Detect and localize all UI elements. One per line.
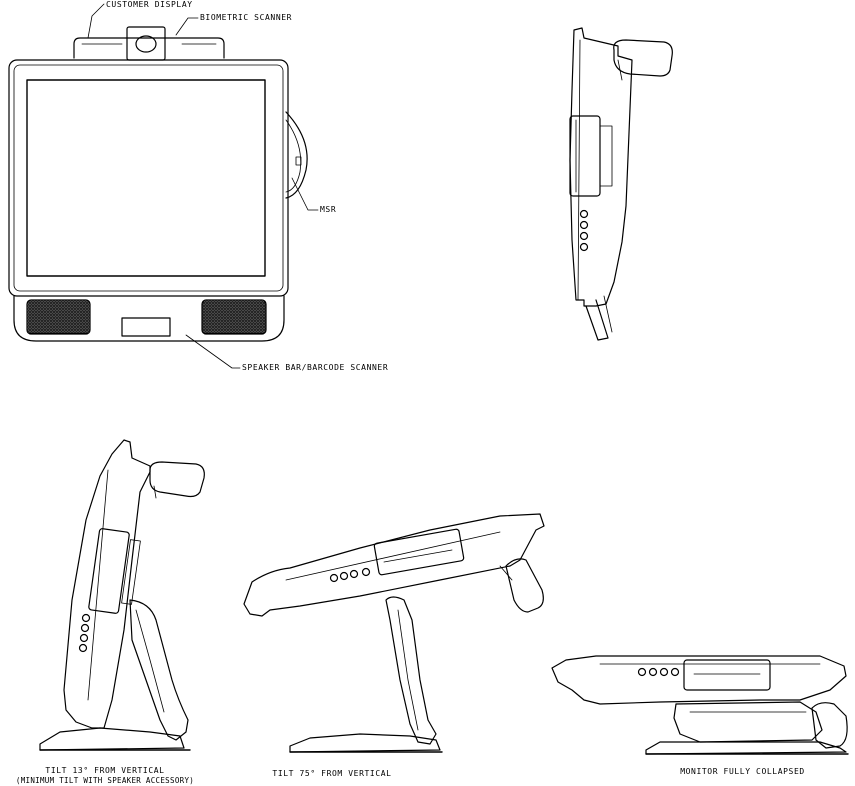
left-speaker-grille	[26, 299, 91, 335]
customer-display	[73, 37, 225, 59]
tilt13-buttons	[78, 613, 91, 653]
label-customer-display: CUSTOMER DISPLAY	[106, 0, 193, 9]
tilt13-base	[39, 727, 185, 751]
label-speaker-bar: SPEAKER BAR/BARCODE SCANNER	[242, 363, 389, 372]
tilt75-buttons	[329, 567, 371, 583]
label-msr: MSR	[320, 205, 337, 214]
side-buttons	[579, 209, 589, 252]
tilt13-msr	[88, 528, 130, 614]
right-speaker-grille	[201, 299, 267, 335]
tilt75-base	[289, 733, 441, 753]
tilt13-stand	[129, 599, 189, 741]
side-msr	[569, 115, 601, 197]
barcode-window	[121, 317, 171, 337]
monitor-bezel	[8, 59, 289, 297]
collapsed-base	[645, 741, 847, 755]
side-customer-display	[613, 39, 673, 77]
collapsed-view	[551, 655, 849, 755]
caption-tilt-13-line2: (MINIMUM TILT WITH SPEAKER ACCESSORY)	[15, 776, 195, 785]
tilt-13-view	[39, 439, 205, 751]
speaker-bar	[13, 295, 285, 342]
collapsed-customer-display	[811, 702, 848, 749]
msr-unit	[285, 111, 308, 199]
tilt-75-view	[243, 513, 545, 753]
collapsed-buttons	[637, 667, 680, 677]
label-biometric-scanner: BIOMETRIC SCANNER	[200, 13, 293, 22]
front-view	[8, 3, 319, 369]
tilt75-msr	[373, 528, 465, 576]
caption-tilt-75: TILT 75° FROM VERTICAL	[272, 769, 392, 778]
tilt13-customer-display	[149, 461, 205, 498]
touchscreen	[26, 79, 266, 277]
caption-tilt-13-line1: TILT 13° FROM VERTICAL	[45, 766, 165, 775]
leader-lines	[87, 3, 319, 369]
caption-collapsed: MONITOR FULLY COLLAPSED	[680, 767, 805, 776]
tilt75-customer-display	[505, 558, 544, 613]
biometric-scanner	[126, 26, 166, 61]
side-view	[569, 27, 673, 341]
collapsed-msr	[683, 659, 771, 691]
tilt75-stand	[385, 596, 437, 745]
collapsed-stand	[673, 701, 823, 743]
